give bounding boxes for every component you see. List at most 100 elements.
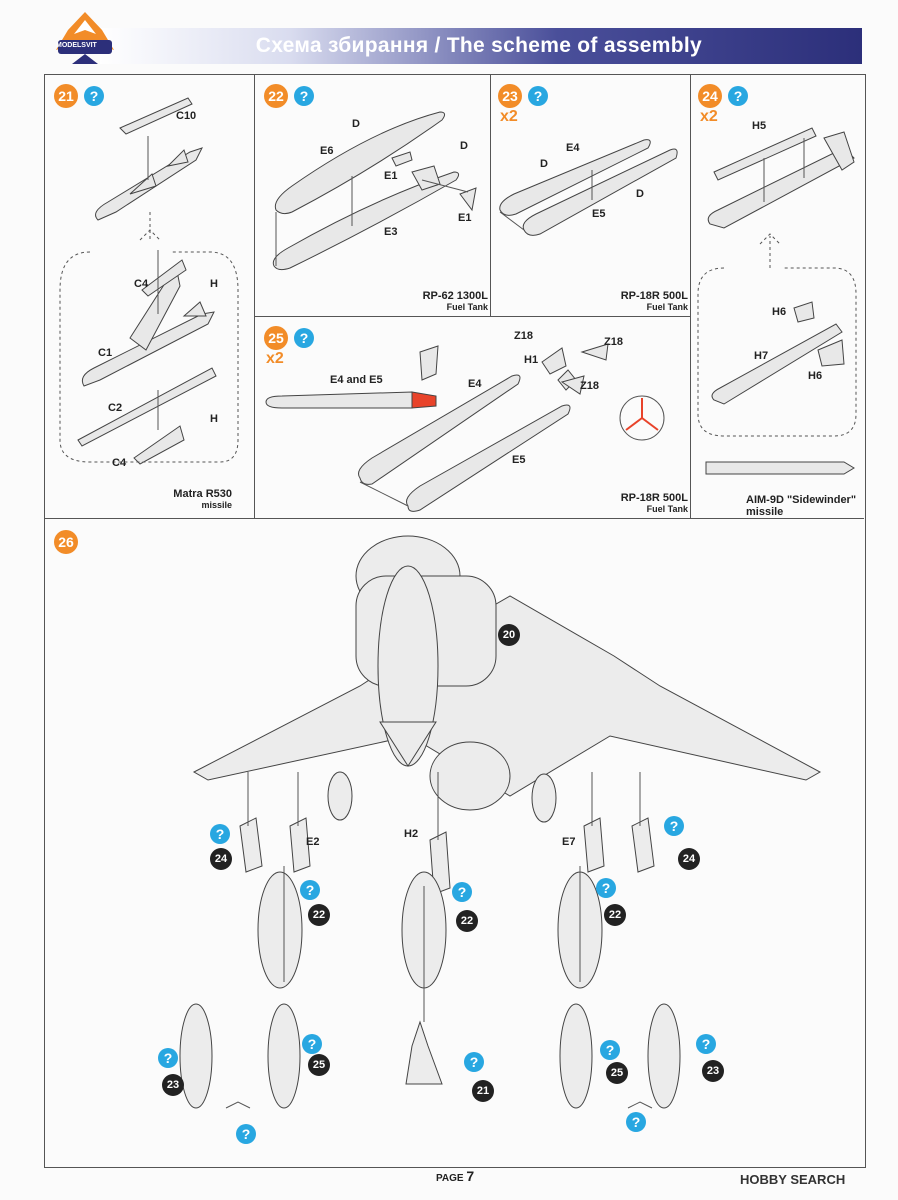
header-banner: Схема збирання / The scheme of assembly — [100, 28, 862, 64]
step-25-label-z18: Z18 — [514, 330, 533, 342]
step-24-help-icon[interactable]: ? — [728, 86, 748, 106]
ref-step-22-right: 22 — [604, 904, 626, 926]
step-22-label-e3: E3 — [384, 226, 398, 238]
step-24-multiplier: x2 — [700, 108, 718, 125]
step-24-label-h7: H7 — [754, 350, 769, 362]
step-23-badge: 23 — [498, 84, 522, 108]
modelsvit-logo — [56, 12, 114, 64]
logo-text: MODELSVIT — [56, 42, 97, 49]
step-25-label-h1: H1 — [524, 354, 539, 366]
step-21-drawing — [59, 97, 239, 465]
ref-step-25-left: 25 — [308, 1054, 330, 1076]
divider-h1 — [254, 316, 690, 317]
step-25-badge: 25 — [264, 326, 288, 350]
step-22-caption-title: RP-62 1300L — [422, 290, 488, 302]
ref-step-22-left: 22 — [308, 904, 330, 926]
help-icon-4[interactable]: ? — [452, 882, 472, 902]
step-23-label-e5: E5 — [592, 208, 606, 220]
help-icon-7[interactable]: ? — [302, 1034, 322, 1054]
step-24-label-h5: H5 — [752, 120, 767, 132]
assembly-frame — [44, 74, 866, 1168]
step-22-label-e1: E1 — [384, 170, 398, 182]
step-21-label-h-b: H — [210, 413, 218, 425]
step-23-help-icon[interactable]: ? — [528, 86, 548, 106]
step-21-label-c2: C2 — [108, 402, 123, 414]
step-25-caption-title: RP-18R 500L — [620, 492, 688, 504]
help-icon-9[interactable]: ? — [600, 1040, 620, 1060]
step-26-label-h2: H2 — [404, 828, 419, 840]
step-25-caption-sub: Fuel Tank — [646, 504, 688, 514]
step-24-label-h6: H6 — [772, 306, 787, 318]
ref-step-20: 20 — [498, 624, 520, 646]
step-25-label-z18-c: Z18 — [580, 380, 599, 392]
step-21-label-c4-b: C4 — [112, 457, 127, 469]
step-22-label-e1-b: E1 — [458, 212, 472, 224]
page-label: PAGE — [436, 1173, 464, 1184]
step-21-help-icon[interactable]: ? — [84, 86, 104, 106]
step-26-label-e7: E7 — [562, 836, 576, 848]
step-23-label-d: D — [540, 158, 548, 170]
divider-v3 — [690, 74, 691, 518]
page-title: Схема збирання / The scheme of assembly — [255, 34, 702, 57]
help-icon-1[interactable]: ? — [210, 824, 230, 844]
step-23-label-e4: E4 — [566, 142, 580, 154]
step-21-label-c10: C10 — [176, 110, 197, 122]
step-26-aircraft-drawing — [179, 535, 822, 1109]
step-22-label-d-b: D — [460, 140, 468, 152]
help-icon-12[interactable]: ? — [626, 1112, 646, 1132]
ref-step-25-right: 25 — [606, 1062, 628, 1084]
step-25-help-icon[interactable]: ? — [294, 328, 314, 348]
step-25-multiplier: x2 — [266, 350, 284, 367]
help-icon-5[interactable]: ? — [596, 878, 616, 898]
ref-step-23-left: 23 — [162, 1074, 184, 1096]
step-24-caption-sub: missile — [746, 506, 784, 518]
step-25-drawing — [265, 343, 665, 512]
step-22-caption-sub: Fuel Tank — [446, 302, 488, 312]
help-icon-2[interactable]: ? — [664, 816, 684, 836]
ref-step-23-right: 23 — [702, 1060, 724, 1082]
step-26-badge: 26 — [54, 530, 78, 554]
step-22-label-e6: E6 — [320, 145, 334, 157]
divider-v1 — [254, 74, 255, 518]
help-icon-8[interactable]: ? — [464, 1052, 484, 1072]
step-25-label-z18-b: Z18 — [604, 336, 623, 348]
step-21-label-c1: C1 — [98, 347, 113, 359]
ref-step-24-right: 24 — [678, 848, 700, 870]
step-21-label-c4: C4 — [134, 278, 149, 290]
step-21-badge: 21 — [54, 84, 78, 108]
step-21-caption-title: Matra R530 — [173, 488, 232, 500]
step-22-badge: 22 — [264, 84, 288, 108]
step-22-drawing — [272, 111, 477, 271]
step-25-label-e4: E4 — [468, 378, 482, 390]
step-24-drawing — [697, 127, 857, 475]
step-24-caption-title: AIM-9D "Sidewinder" — [746, 494, 857, 506]
ref-step-21: 21 — [472, 1080, 494, 1102]
ref-step-22-center: 22 — [456, 910, 478, 932]
step-23-caption-title: RP-18R 500L — [620, 290, 688, 302]
help-icon-3[interactable]: ? — [300, 880, 320, 900]
ref-step-24-left: 24 — [210, 848, 232, 870]
step-23-caption-sub: Fuel Tank — [646, 302, 688, 312]
step-22-help-icon[interactable]: ? — [294, 86, 314, 106]
page-number-value: 7 — [466, 1168, 475, 1184]
step-26-label-e2: E2 — [306, 836, 320, 848]
divider-v2 — [490, 74, 491, 316]
help-icon-6[interactable]: ? — [158, 1048, 178, 1068]
step-23-multiplier: x2 — [500, 108, 518, 125]
help-icon-11[interactable]: ? — [236, 1124, 256, 1144]
page-number: PAGE 7 — [436, 1168, 474, 1184]
help-icon-10[interactable]: ? — [696, 1034, 716, 1054]
step-25-label-e4-e5: E4 and E5 — [330, 374, 383, 386]
divider-h2 — [44, 518, 864, 519]
step-24-caption: AIM-9D "Sidewinder"missile — [746, 494, 858, 518]
step-21-label-h: H — [210, 278, 218, 290]
step-22-label-d: D — [352, 118, 360, 130]
step-24-badge: 24 — [698, 84, 722, 108]
step-23-drawing — [499, 139, 678, 236]
step-23-label-d-b: D — [636, 188, 644, 200]
step-24-label-h6-b: H6 — [808, 370, 823, 382]
